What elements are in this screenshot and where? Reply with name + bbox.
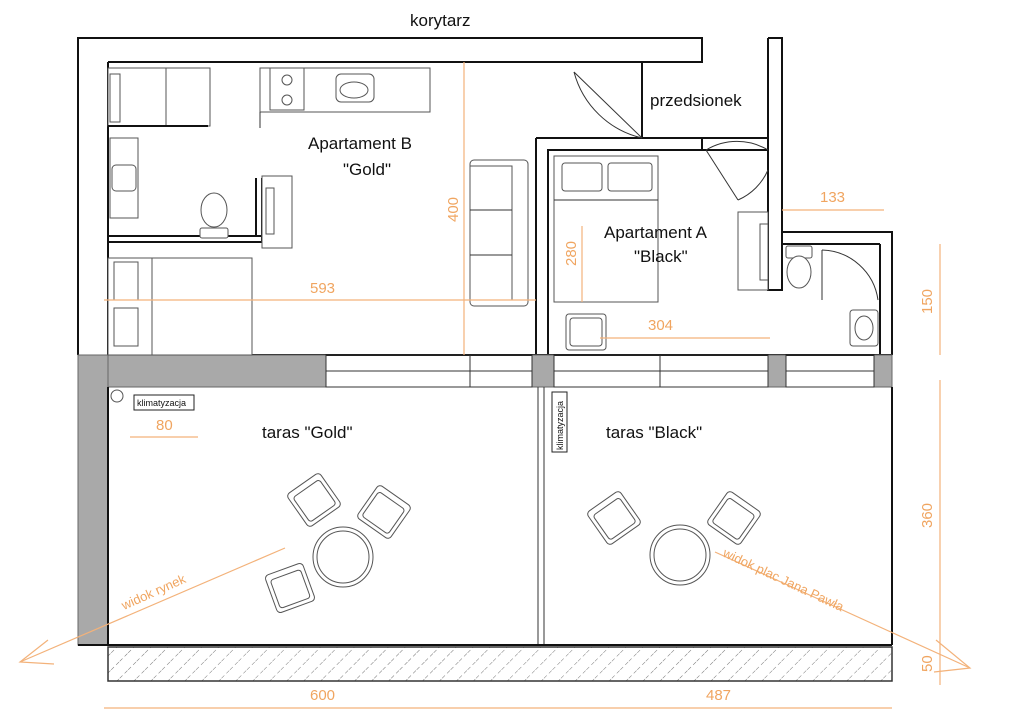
dimension-lines: [18, 62, 972, 709]
apt-a-subtitle: "Black": [634, 247, 688, 266]
corridor-label: korytarz: [410, 11, 470, 30]
terrace-gold-furniture: [110, 389, 411, 614]
dim-80: 80: [156, 417, 173, 434]
dim-487: 487: [706, 687, 731, 704]
balustrade: [107, 646, 893, 682]
ac-black-label: klimatyzacja: [555, 401, 565, 450]
dim-304: 304: [648, 317, 673, 334]
dim-593: 593: [310, 280, 335, 297]
window-wall-pieces: [77, 354, 893, 646]
dim-360: 360: [919, 503, 936, 528]
dim-280: 280: [563, 241, 580, 266]
apt-b-title: Apartament B: [308, 134, 412, 153]
view-rynek-label: widok rynek: [118, 571, 188, 613]
vestibule-label: przedsionek: [650, 91, 742, 110]
windows: [325, 354, 875, 388]
apt-b-furniture: [107, 67, 529, 356]
doors: [573, 71, 879, 301]
ac-gold-label: klimatyzacja: [137, 398, 186, 408]
dim-600: 600: [310, 687, 335, 704]
dim-133: 133: [820, 189, 845, 206]
ac-black-tag: klimatyzacja: [551, 391, 568, 453]
terrace-gold-label: taras "Gold": [262, 423, 353, 442]
dim-400: 400: [445, 197, 462, 222]
view-plac-label: widok plac Jana Pawła: [720, 545, 847, 615]
dim-50: 50: [919, 655, 936, 672]
terrace-black-label: taras "Black": [606, 423, 702, 442]
apt-b-subtitle: "Gold": [343, 160, 391, 179]
apt-a-furniture: [553, 155, 879, 351]
terrace-black-furniture: [587, 491, 761, 586]
dim-150: 150: [919, 289, 936, 314]
terraces: [78, 387, 893, 646]
apt-a-title: Apartament A: [604, 223, 708, 242]
ac-gold-tag: klimatyzacja: [133, 394, 195, 411]
